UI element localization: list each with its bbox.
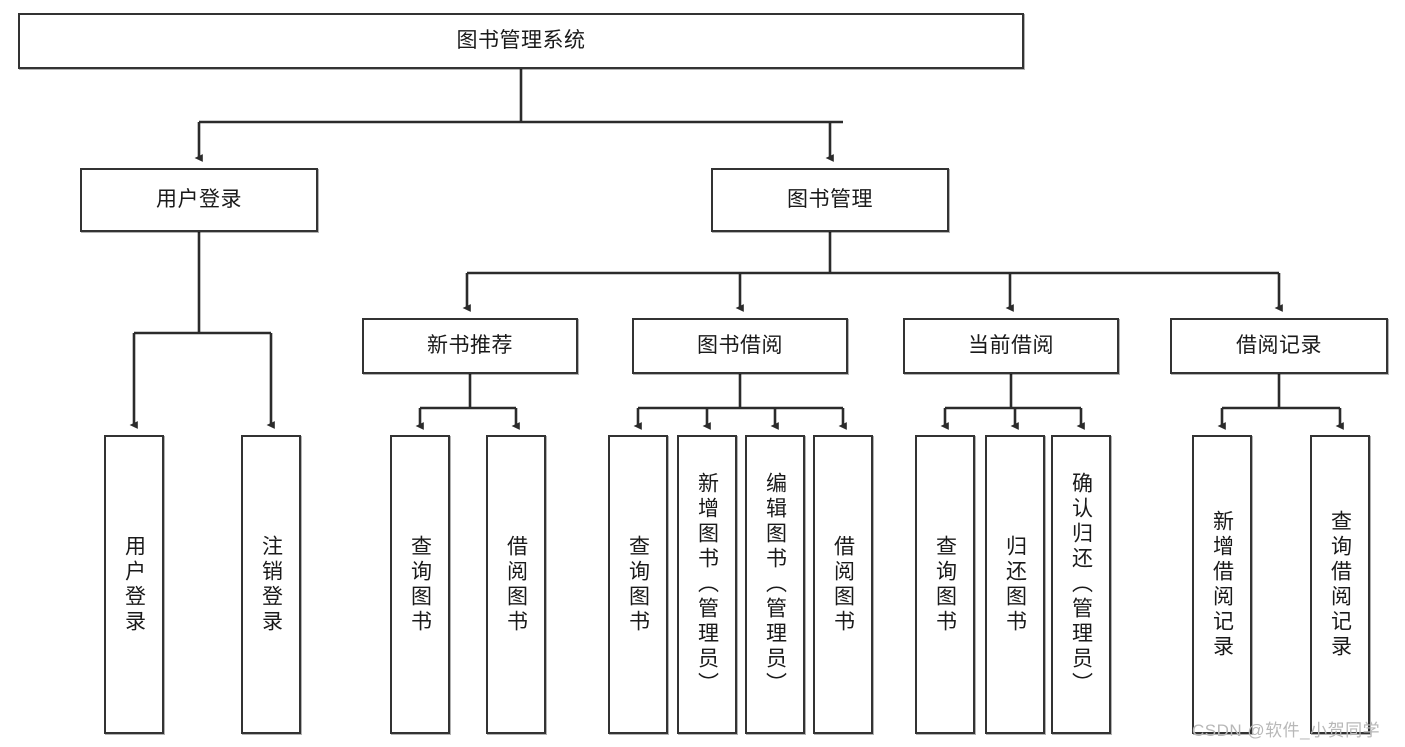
leaf-user-login[interactable]: 用户登录 — [104, 435, 164, 734]
connectors-user-login-to-leaves — [129, 232, 275, 429]
leaf-query-borrow-record-label: 查询借阅记录 — [1328, 509, 1352, 660]
leaf-query-book-current[interactable]: 查询图书 — [915, 435, 975, 734]
leaf-query-book-new[interactable]: 查询图书 — [390, 435, 450, 734]
leaf-query-book-new-label: 查询图书 — [408, 534, 432, 635]
leaf-add-borrow-record-label: 新增借阅记录 — [1210, 509, 1234, 660]
leaf-return-book[interactable]: 归还图书 — [985, 435, 1045, 734]
connectors-book-manage-to-level2 — [462, 232, 1283, 312]
leaf-edit-book-admin[interactable]: 编辑图书（管理员） — [745, 435, 805, 734]
node-user-login[interactable]: 用户登录 — [80, 168, 318, 232]
node-book-management[interactable]: 图书管理 — [711, 168, 949, 232]
connectors-borrow-record-to-leaves — [1217, 374, 1344, 430]
leaf-return-book-label: 归还图书 — [1003, 534, 1027, 635]
node-borrow-record-label: 借阅记录 — [1236, 333, 1322, 357]
node-current-borrow-label: 当前借阅 — [968, 333, 1054, 357]
node-root[interactable]: 图书管理系统 — [18, 13, 1024, 69]
leaf-user-logout[interactable]: 注销登录 — [241, 435, 301, 734]
leaf-user-logout-label: 注销登录 — [259, 534, 283, 635]
leaf-query-book-current-label: 查询图书 — [933, 534, 957, 635]
leaf-borrow-book[interactable]: 借阅图书 — [813, 435, 873, 734]
leaf-add-book-admin[interactable]: 新增图书（管理员） — [677, 435, 737, 734]
leaf-user-login-label: 用户登录 — [122, 534, 146, 635]
leaf-query-book-borrow-label: 查询图书 — [626, 534, 650, 635]
leaf-query-book-borrow[interactable]: 查询图书 — [608, 435, 668, 734]
node-user-login-label: 用户登录 — [156, 187, 242, 211]
leaf-confirm-return-admin-label: 确认归还（管理员） — [1069, 472, 1093, 697]
leaf-borrow-book-new-label: 借阅图书 — [504, 534, 528, 635]
connectors-current-borrow-to-leaves — [940, 374, 1085, 430]
node-book-borrow[interactable]: 图书借阅 — [632, 318, 848, 374]
node-book-management-label: 图书管理 — [787, 187, 873, 211]
node-current-borrow[interactable]: 当前借阅 — [903, 318, 1119, 374]
leaf-add-borrow-record[interactable]: 新增借阅记录 — [1192, 435, 1252, 734]
node-borrow-record[interactable]: 借阅记录 — [1170, 318, 1388, 374]
connectors-book-borrow-to-leaves — [633, 374, 847, 430]
leaf-edit-book-admin-label: 编辑图书（管理员） — [763, 472, 787, 697]
leaf-borrow-book-label: 借阅图书 — [831, 534, 855, 635]
leaf-borrow-book-new[interactable]: 借阅图书 — [486, 435, 546, 734]
leaf-query-borrow-record[interactable]: 查询借阅记录 — [1310, 435, 1370, 734]
connectors-root-to-level1 — [194, 69, 843, 162]
leaf-add-book-admin-label: 新增图书（管理员） — [695, 472, 719, 697]
node-root-label: 图书管理系统 — [456, 28, 586, 52]
leaf-confirm-return-admin[interactable]: 确认归还（管理员） — [1051, 435, 1111, 734]
node-book-borrow-label: 图书借阅 — [697, 333, 783, 357]
node-new-book-recommend-label: 新书推荐 — [427, 333, 513, 357]
node-new-book-recommend[interactable]: 新书推荐 — [362, 318, 578, 374]
connectors-new-book-to-leaves — [415, 374, 520, 430]
